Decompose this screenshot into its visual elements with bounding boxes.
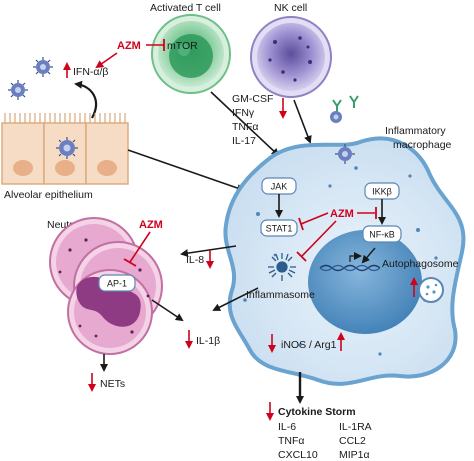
- virus-icon: [8, 80, 28, 100]
- ifng-label: IFNγ: [232, 107, 255, 119]
- t-cell: [151, 14, 231, 94]
- macrophage-il8-arrow: [180, 245, 237, 258]
- cytokine-storm-label: Cytokine Storm: [278, 406, 356, 418]
- nkcell-macrophage-arrow: [293, 99, 312, 144]
- azm-label-mtor: AZM: [117, 40, 141, 52]
- ap1-inhibition-bar: [123, 258, 137, 267]
- epithelium-macrophage-arrow: [127, 149, 245, 192]
- alveolar-label: Alveolar epithelium: [4, 189, 93, 201]
- ap1-label: AP-1: [107, 279, 127, 289]
- autophagosome-icon: [418, 277, 444, 303]
- cytokine-mip1a: MIP1α: [339, 449, 370, 461]
- nets-label: NETs: [100, 378, 125, 390]
- il8-label: IL-8: [186, 254, 204, 266]
- inos-arg1-label: iNOS / Arg1: [281, 339, 337, 351]
- transcription-arrow: [349, 252, 362, 262]
- inflammasome-inhibition-line: [301, 220, 337, 257]
- il1b-label: IL-1β: [196, 335, 220, 347]
- tcell-macrophage-arrow: [210, 91, 280, 157]
- ap1-box: [98, 274, 136, 292]
- jak-label: JAK: [271, 182, 288, 192]
- cytokine-il1ra: IL-1RA: [339, 421, 372, 433]
- t-cell-label: Activated T cell: [150, 2, 221, 14]
- nfkb-box: [362, 225, 402, 243]
- nk-cell-label: NK cell: [274, 2, 307, 14]
- virus-icon: [330, 111, 342, 123]
- nfkb-nucleus-arrow: [361, 247, 376, 264]
- epithelium-ifn-arrow: [74, 80, 98, 119]
- azm-ifn-arrow: [95, 52, 118, 69]
- stat1-inhibition-line: [300, 212, 329, 225]
- virus-icon: [56, 137, 78, 159]
- azm-label-macrophage: AZM: [330, 208, 354, 220]
- stat1-label: STAT1: [266, 224, 293, 234]
- mtor-label: mTOR: [167, 40, 198, 52]
- cytokine-cxcl10: CXCL10: [278, 449, 318, 461]
- ifn-label: IFN-α/β: [73, 66, 108, 78]
- macrophage-label-line1: Inflammatory: [385, 125, 446, 137]
- dna-icon: [319, 264, 381, 272]
- cytokine-tnfa: TNFα: [278, 435, 304, 447]
- neutrophil-il1b-arrow: [151, 299, 184, 322]
- tnfa-label: TNFα: [232, 121, 258, 133]
- ap1-inhibition-line: [129, 231, 151, 263]
- azm-label-neutrophil: AZM: [139, 219, 163, 231]
- virus-icon: [33, 57, 53, 77]
- nk-cell: [250, 16, 332, 98]
- inflammasome-icon: [268, 253, 296, 281]
- inflammasome-label: Inflammasome: [246, 289, 315, 301]
- macrophage-nucleus: [308, 230, 422, 334]
- cytokine-ccl2: CCL2: [339, 435, 366, 447]
- receptor-icon: [332, 95, 359, 112]
- stat1-inhibition-bar: [298, 217, 304, 231]
- gm-csf-label: GM-CSF: [232, 93, 273, 105]
- nfkb-label: NF-κB: [369, 230, 395, 240]
- macrophage-label-line2: macrophage: [393, 139, 452, 151]
- macrophage-il1b-arrow: [212, 287, 259, 311]
- il17-label: IL-17: [232, 135, 256, 147]
- cytokine-il6: IL-6: [278, 421, 296, 433]
- autophagosome-label: Autophagosome: [382, 258, 459, 270]
- stat1-box: [260, 219, 298, 237]
- virus-icon: [335, 144, 355, 164]
- ikkb-label: IKKβ: [372, 187, 392, 197]
- inflammasome-inhibition-bar: [296, 251, 307, 262]
